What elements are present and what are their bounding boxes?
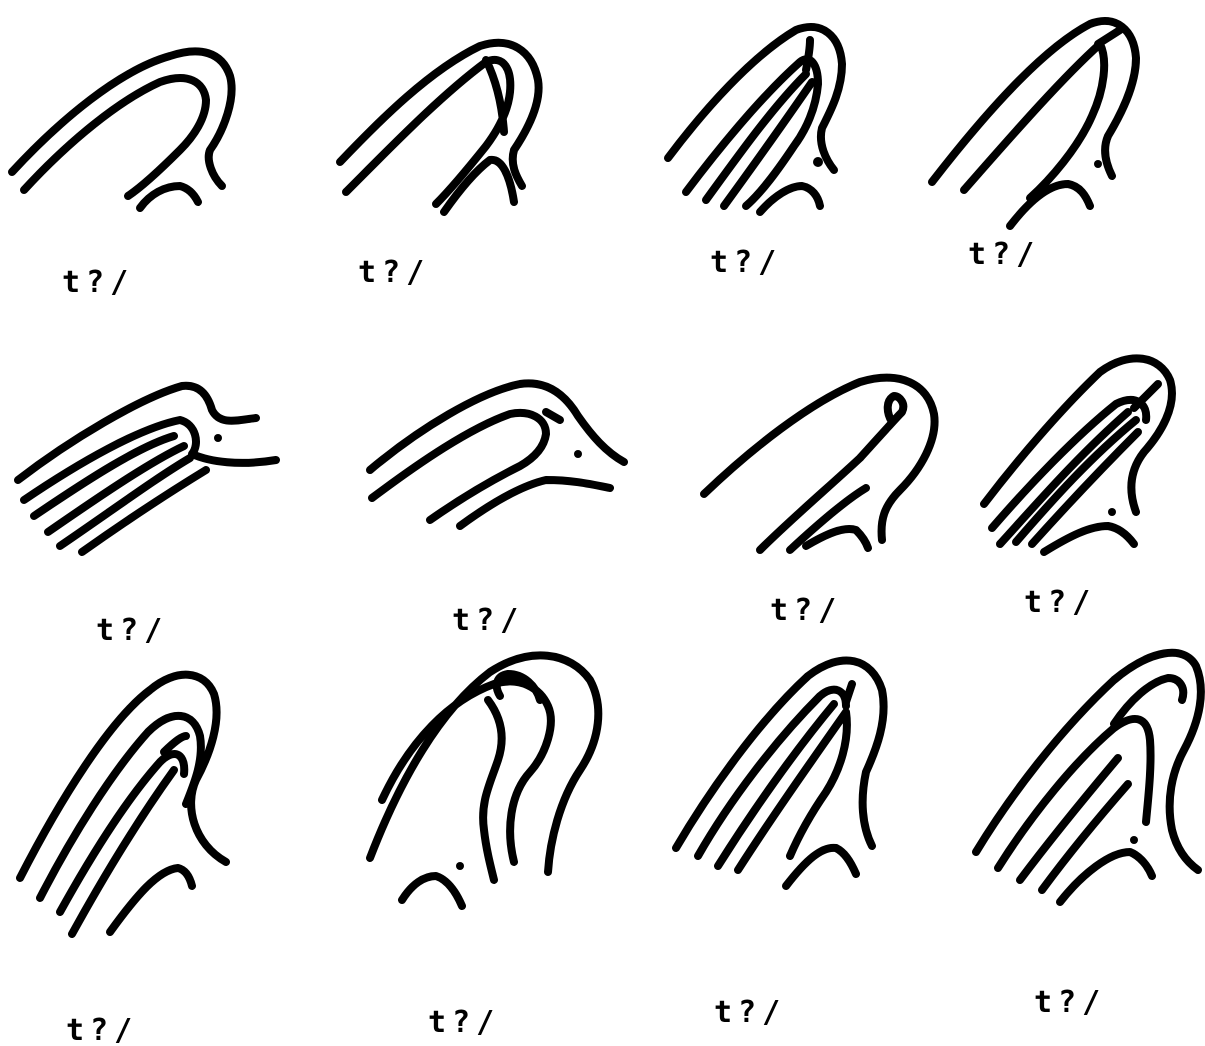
ridge-pattern-7: [704, 378, 935, 550]
pattern-10-label: t?/: [428, 1008, 500, 1038]
ridge-pattern-8: [984, 358, 1172, 552]
ridge-pattern-12: [976, 653, 1201, 902]
pattern-11-label: t?/: [714, 998, 786, 1028]
pattern-3-label: t?/: [710, 248, 782, 278]
ridge-pattern-6: [370, 383, 624, 526]
ridge-pattern-1: [12, 51, 232, 208]
pattern-6-label: t?/: [452, 606, 524, 636]
pattern-4-label: t?/: [968, 240, 1040, 270]
ridge-pattern-5: [18, 386, 276, 552]
ridge-pattern-3: [668, 27, 842, 212]
pattern-12-label: t?/: [1034, 988, 1106, 1018]
ridge-pattern-4: [932, 21, 1136, 226]
pattern-5-label: t?/: [96, 616, 168, 646]
ridge-pattern-2: [340, 43, 539, 212]
pattern-8-label: t?/: [1024, 588, 1096, 618]
ridge-pattern-9: [20, 675, 226, 934]
ridge-pattern-10: [370, 655, 598, 906]
pattern-7-label: t?/: [770, 596, 842, 626]
pattern-9-label: t?/: [66, 1016, 138, 1046]
pattern-2-label: t?/: [358, 258, 430, 288]
pattern-1-label: t?/: [62, 268, 134, 298]
ridge-pattern-11: [676, 660, 884, 886]
